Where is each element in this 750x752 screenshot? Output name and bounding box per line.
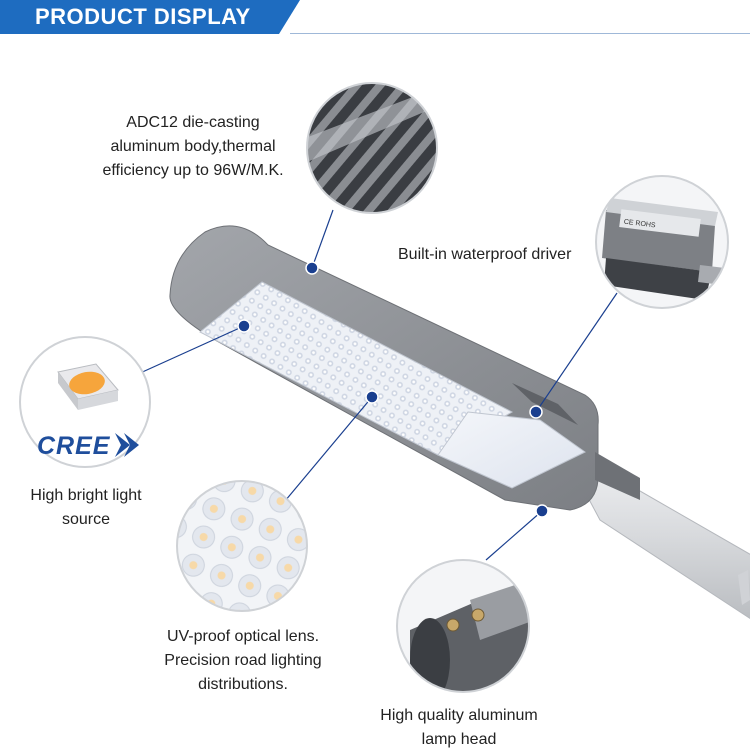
heatsink-caption: ADC12 die-casting aluminum body,thermal … [78, 111, 308, 183]
caption-line: source [61, 511, 111, 528]
lens-detail-circle [176, 480, 308, 612]
lamp-head-detail-circle [396, 559, 530, 693]
cree-logo: CREE [37, 432, 111, 460]
page-title: PRODUCT DISPLAY [35, 4, 251, 29]
caption-line: UV-proof optical lens. [166, 628, 320, 645]
caption-line: aluminum body,thermal [110, 138, 276, 155]
caption-line: efficiency up to 96W/M.K. [102, 162, 284, 179]
heatsink-detail-circle [306, 82, 438, 214]
leader-lines [137, 209, 618, 561]
marker-dots [237, 261, 549, 518]
header-banner [0, 0, 300, 34]
lamp-head-caption: High quality aluminum lamp head [354, 704, 564, 752]
caption-line: High bright light [30, 487, 142, 504]
header-divider [290, 33, 750, 34]
caption-line: High quality aluminum [380, 707, 538, 724]
led-panel [199, 281, 586, 489]
caption-line: ADC12 die-casting [126, 114, 260, 131]
light-source-caption: High bright light source [6, 484, 166, 532]
light-source-detail-circle: CREE [19, 336, 151, 468]
caption-line: lamp head [421, 731, 497, 748]
caption-line: Precision road lighting [164, 652, 322, 669]
caption-line: Built-in waterproof driver [398, 246, 572, 263]
driver-label-text: CE ROHS [623, 219, 656, 230]
driver-caption: Built-in waterproof driver [398, 243, 603, 267]
driver-detail-circle: CE ROHS [595, 175, 729, 309]
caption-line: distributions. [198, 676, 288, 693]
led-chip-icon [69, 371, 105, 395]
lens-caption: UV-proof optical lens. Precision road li… [128, 625, 358, 697]
